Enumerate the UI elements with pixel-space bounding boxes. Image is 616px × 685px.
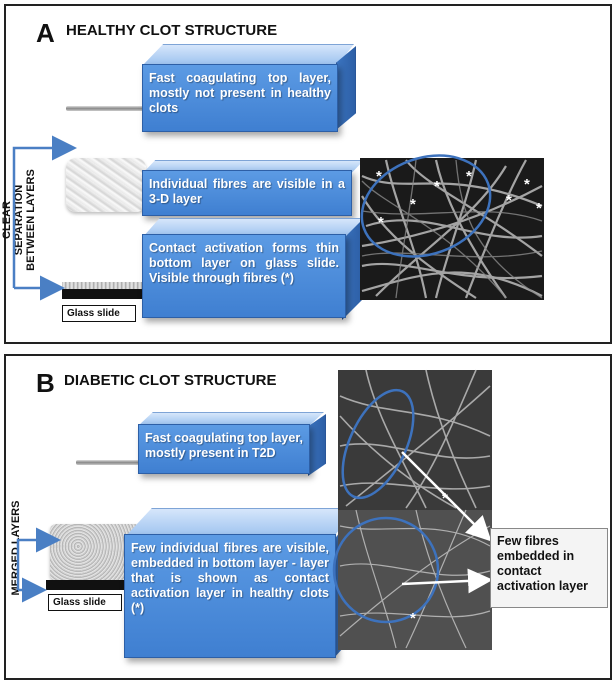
panel-a-title: HEALTHY CLOT STRUCTURE [66, 22, 278, 39]
panel-b-graphics [16, 369, 493, 650]
asterisk-marker: * [410, 610, 416, 627]
box-a-top-text: Fast coagulating top layer, mostly not p… [149, 71, 331, 115]
panel-a-letter: A [36, 18, 55, 48]
glass-slide-label: Glass slide [48, 594, 122, 611]
callout-arrow-top [401, 451, 492, 542]
asterisk-marker: * [442, 490, 448, 507]
arrow-to-merged-layer [16, 527, 61, 590]
asterisk-marker: * [378, 214, 384, 231]
ellipse-b-bottom [332, 516, 440, 624]
panel-a-healthy: A HEALTHY CLOT STRUCTURE Glass slide CLE… [1, 4, 612, 344]
box-b-top-text: Fast coagulating top layer, mostly prese… [145, 431, 303, 460]
callout-arrow-bottom [401, 568, 493, 594]
asterisk-marker: * [506, 192, 512, 209]
contact-layer-strip [62, 282, 146, 289]
arrow-to-fibre-layer [12, 135, 77, 288]
box-b-top-layer: Fast coagulating top layer, mostly prese… [138, 424, 310, 474]
few-fibres-callout: Few fibres embedded in contact activatio… [490, 528, 608, 608]
panel-b-diabetic: B DIABETIC CLOT STRUCTURE Glass slide ME… [4, 354, 612, 680]
asterisk-marker: * [410, 196, 416, 213]
glass-slide-bar [62, 289, 146, 299]
top-layer-line [76, 460, 144, 465]
ellipse-b-top [341, 388, 415, 500]
asterisk-marker: * [498, 400, 504, 417]
sem-b-top-fibres [339, 369, 491, 509]
box-a-middle-text: Individual fibres are visible in a 3-D l… [149, 177, 345, 206]
box-b-bottom-face [124, 508, 356, 538]
panel-b-letter: B [36, 368, 55, 398]
box-a-top-layer: Fast coagulating top layer, mostly not p… [142, 64, 338, 132]
box-a-middle-layer: Individual fibres are visible in a 3-D l… [142, 170, 352, 216]
panel-a-graphics [12, 135, 544, 301]
glass-slide-bar [46, 580, 146, 590]
box-b-bottom-text: Few individual fibres are visible, embed… [131, 541, 329, 615]
box-b-bottom-layer: Few individual fibres are visible, embed… [124, 534, 336, 658]
asterisk-marker: * [376, 168, 382, 185]
box-a-bottom-layer: Contact activation forms thin bottom lay… [142, 234, 346, 318]
asterisk-marker: * [434, 178, 440, 195]
asterisk-marker: * [536, 200, 542, 217]
ellipse-a-highlight [360, 154, 492, 258]
glass-slide-label: Glass slide [62, 305, 136, 322]
asterisk-marker: * [524, 176, 530, 193]
panel-b-title: DIABETIC CLOT STRUCTURE [64, 372, 277, 389]
fibre-layer-slab [66, 158, 146, 212]
top-layer-line [66, 106, 146, 111]
asterisk-marker: * [466, 168, 472, 185]
box-a-bottom-text: Contact activation forms thin bottom lay… [149, 241, 339, 285]
